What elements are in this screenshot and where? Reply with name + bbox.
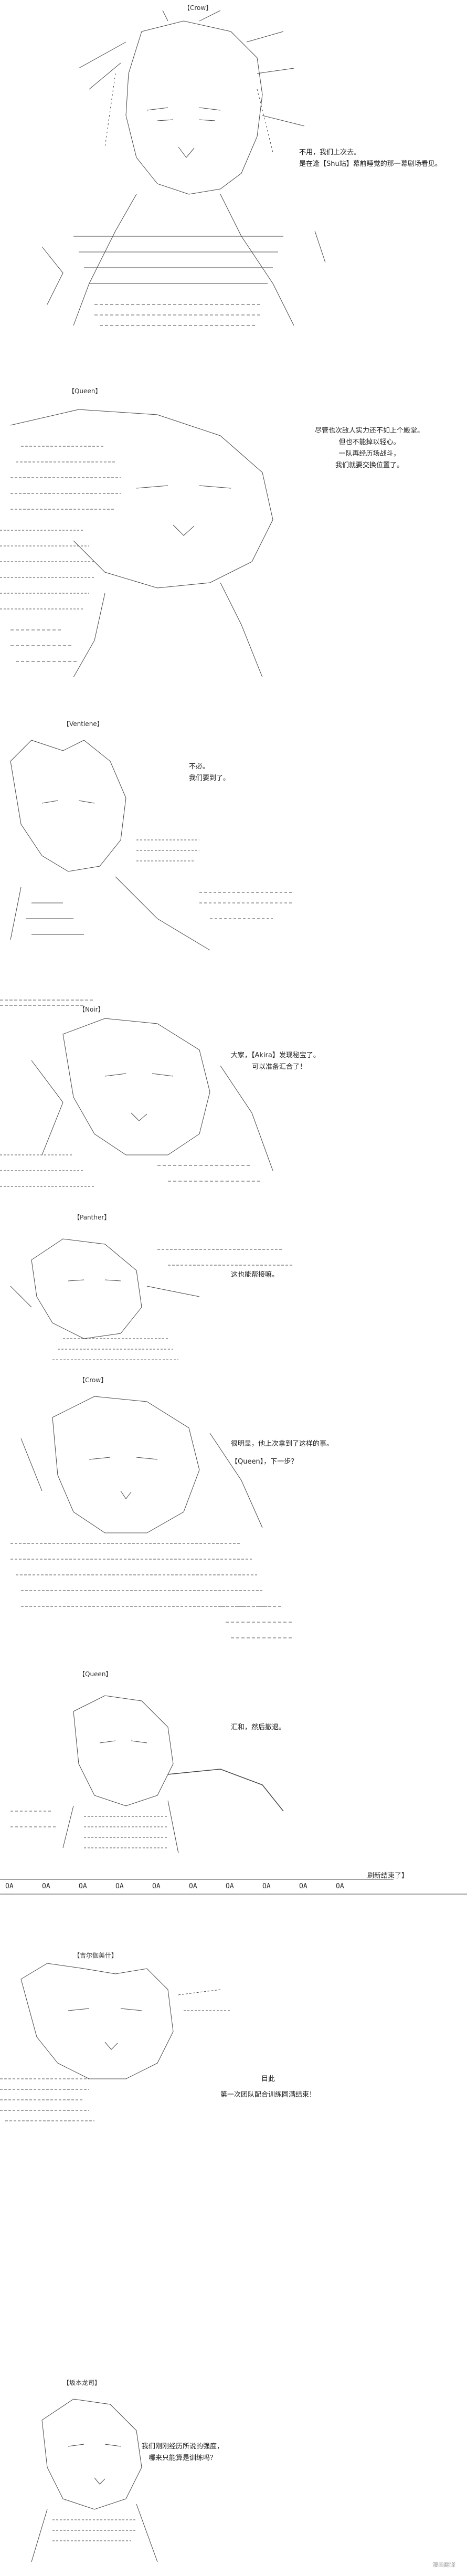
- dialogue: 汇和，然后撤退。: [231, 1722, 285, 1733]
- dialogue: 不必。 我们要到了。: [189, 761, 230, 784]
- dialogue: 尽管也次敌人实力还不如上个殿堂。 但也不能掉以轻心。 一队再经历场战斗， 我们就…: [315, 425, 424, 471]
- divider-token: OA: [299, 1883, 307, 1890]
- speaker-name: 【Crow】: [79, 1376, 108, 1384]
- panel-7: 【Queen】 汇和，然后撤退。: [0, 1659, 467, 1879]
- dialogue-line: 很明显，他上次拿到了这样的事。: [231, 1440, 334, 1448]
- dialogue-line: 汇和，然后撤退。: [231, 1723, 286, 1731]
- divider-token: OA: [42, 1883, 50, 1890]
- ascii-art-ventlene: [0, 730, 294, 982]
- divider-row: OA OA OA OA OA OA OA OA OA OA 刷新结束了】: [0, 1869, 467, 1900]
- dialogue-line: 第一次团队配合训练圆满结束！: [220, 2091, 316, 2099]
- divider-token: OA: [152, 1883, 161, 1890]
- ascii-art-noir: [0, 997, 294, 1197]
- speaker-name: 【Noir】: [79, 1006, 104, 1013]
- panel-3: 【Ventlene】 不必。 我们要到了。: [0, 703, 467, 992]
- dialogue-line: 不必。: [189, 763, 210, 771]
- panel-6: 【Crow】 很明显，他上次拿到了这样的事。 【Queen】，下一步？: [0, 1365, 467, 1659]
- divider-token: OA: [189, 1883, 197, 1890]
- divider-banner: 刷新结束了】: [367, 1872, 409, 1880]
- panel-2: 【Queen】 尽管也次敌人实力还不如上个殿堂。 但也不能掉以轻心。 一队再经历…: [0, 367, 467, 703]
- divider-token: OA: [226, 1883, 234, 1890]
- speaker-name: 【Panther】: [73, 1214, 111, 1221]
- dialogue: 很明显，他上次拿到了这样的事。 【Queen】，下一步？: [231, 1438, 333, 1468]
- divider-token: OA: [5, 1883, 14, 1890]
- dialogue-line: 尽管也次敌人实力还不如上个殿堂。: [315, 427, 424, 435]
- panel-1: 【Crow】 不用，我们上次去。 是在逢【Shu站】幕前睡觉的那一幕剧场看见。: [0, 0, 467, 367]
- dialogue: 目此 第一次团队配合训练圆满结束！: [220, 2074, 316, 2101]
- dialogue: 我们刚刚经历所说的强度， 哪来只能算是训练吗？: [142, 2441, 224, 2464]
- speaker-name: 【吉尔伽美什】: [73, 1952, 118, 1959]
- dialogue-line: 目此: [261, 2075, 275, 2083]
- dialogue-line: 我们要到了。: [189, 774, 230, 782]
- speaker-name: 【Crow】: [184, 4, 213, 12]
- dialogue: 这也能帮接嘛。: [231, 1269, 279, 1281]
- speaker-name: 【坂本龙司】: [63, 2379, 101, 2386]
- speaker-name: 【Ventlene】: [63, 720, 103, 728]
- panel-4: 【Noir】 大家，【Akira】发现秘宝了。 可以准备汇合了！: [0, 992, 467, 1202]
- dialogue-line: 【Queen】，下一步？: [231, 1458, 298, 1466]
- dialogue: 大家，【Akira】发现秘宝了。 可以准备汇合了！: [231, 1050, 320, 1073]
- divider-token: OA: [115, 1883, 124, 1890]
- panel-5: 【Panther】 这也能帮接嘛。: [0, 1202, 467, 1365]
- dialogue: 不用，我们上次去。 是在逢【Shu站】幕前睡觉的那一幕剧场看见。: [299, 147, 442, 170]
- dialogue-line: 不用，我们上次去。: [299, 149, 361, 156]
- panel-9: 【坂本龙司】 我们刚刚经历所说的强度， 哪来只能算是训练吗？: [0, 2147, 467, 2576]
- speaker-name: 【Queen】: [68, 387, 102, 395]
- dialogue-line: 这也能帮接嘛。: [231, 1271, 279, 1279]
- speaker-name: 【Queen】: [79, 1670, 112, 1678]
- divider-token: OA: [262, 1883, 271, 1890]
- ascii-art-ryuji: [0, 2389, 199, 2567]
- ascii-art-crow-2: [0, 1386, 304, 1648]
- divider-token: OA: [79, 1883, 87, 1890]
- divider-token: OA: [336, 1883, 344, 1890]
- dialogue-line: 大家，【Akira】发现秘宝了。: [231, 1052, 320, 1059]
- ascii-art-crow: [10, 10, 336, 336]
- dialogue-line: 我们就要交换位置了。: [335, 461, 404, 469]
- dialogue-line: 哪来只能算是训练吗？: [148, 2454, 217, 2462]
- dialogue-line: 但也不能掉以轻心。: [338, 438, 400, 446]
- ascii-art-panther: [0, 1223, 304, 1360]
- footer-watermark: 漫画翻译: [432, 2561, 455, 2568]
- dialogue-line: 是在逢【Shu站】幕前睡觉的那一幕剧场看见。: [299, 160, 442, 168]
- dialogue-line: 可以准备汇合了！: [252, 1063, 307, 1071]
- panel-8: 【吉尔伽美什】 目此 第一次团队配合训练圆满结束！: [0, 1900, 467, 2147]
- dialogue-line: 一队再经历场战斗，: [338, 450, 400, 458]
- dialogue-line: 我们刚刚经历所说的强度，: [142, 2443, 224, 2451]
- ascii-art-queen-2: [0, 1680, 294, 1869]
- ascii-art-gilgamesh: [0, 1958, 294, 2137]
- ascii-art-queen: [0, 394, 304, 688]
